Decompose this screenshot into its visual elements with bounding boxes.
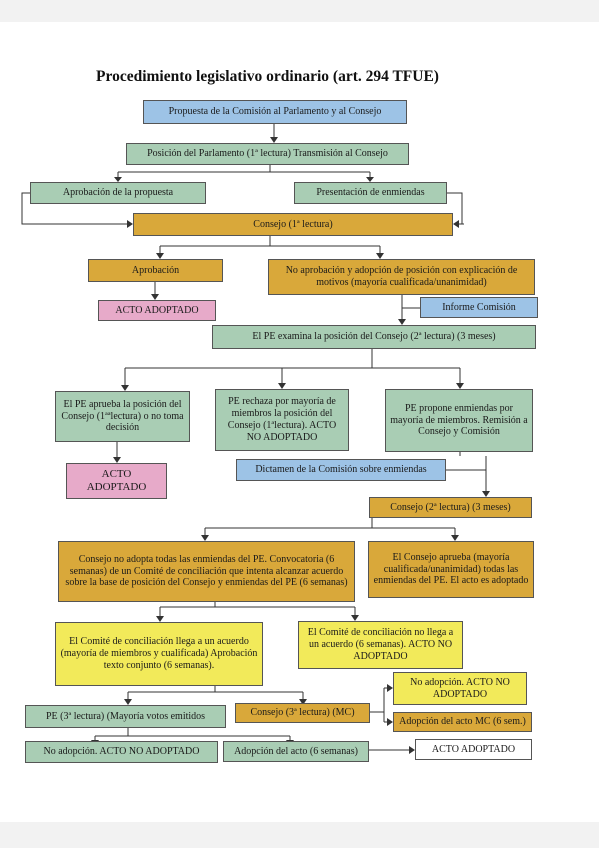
node-pe-aprueba: El PE aprueba la posición del Consejo (1… [55, 391, 190, 442]
node-posicion-parlamento: Posición del Parlamento (1ª lectura) Tra… [126, 143, 409, 165]
node-pe-3-lectura: PE (3ª lectura) (Mayoría votos emitidos [25, 705, 226, 728]
node-informe-comision: Informe Comisión [420, 297, 538, 318]
node-consejo-no-adopta: Consejo no adopta todas las enmiendas de… [58, 541, 355, 602]
node-propuesta: Propuesta de la Comisión al Parlamento y… [143, 100, 407, 124]
node-pe-examina: El PE examina la posición del Consejo (2… [212, 325, 536, 349]
node-presentacion-enmiendas: Presentación de enmiendas [294, 182, 447, 204]
node-adopcion-mc: Adopción del acto MC (6 sem.) [393, 712, 532, 732]
node-comite-no-llega: El Comité de conciliación no llega a un … [298, 621, 463, 669]
node-pe-propone: PE propone enmiendas por mayoría de miem… [385, 389, 533, 452]
node-no-adopcion-left: No adopción. ACTO NO ADOPTADO [25, 741, 218, 763]
node-adopcion-6-semanas: Adopción del acto (6 semanas) [223, 741, 369, 762]
node-consejo-1: Consejo (1ª lectura) [133, 213, 453, 236]
node-acto-adoptado-3: ACTO ADOPTADO [415, 739, 532, 760]
node-dictamen: Dictamen de la Comisión sobre enmiendas [236, 459, 446, 481]
node-no-adopcion-right: No adopción. ACTO NO ADOPTADO [393, 672, 527, 705]
node-consejo-2: Consejo (2ª lectura) (3 meses) [369, 497, 532, 518]
page-title: Procedimiento legislativo ordinario (art… [96, 68, 439, 85]
node-no-aprobacion: No aprobación y adopción de posición con… [268, 259, 535, 295]
node-comite-llega: El Comité de conciliación llega a un acu… [55, 622, 263, 686]
node-pe-rechaza: PE rechaza por mayoría de miembros la po… [215, 389, 349, 451]
node-aprobacion: Aprobación [88, 259, 223, 282]
node-consejo-aprueba: El Consejo aprueba (mayoría cualificada/… [368, 541, 534, 598]
node-acto-adoptado-1: ACTO ADOPTADO [98, 300, 216, 321]
node-acto-adoptado-2: ACTO ADOPTADO [66, 463, 167, 499]
node-consejo-3-lectura: Consejo (3ª lectura) (MC) [235, 703, 370, 723]
node-aprobacion-propuesta: Aprobación de la propuesta [30, 182, 206, 204]
